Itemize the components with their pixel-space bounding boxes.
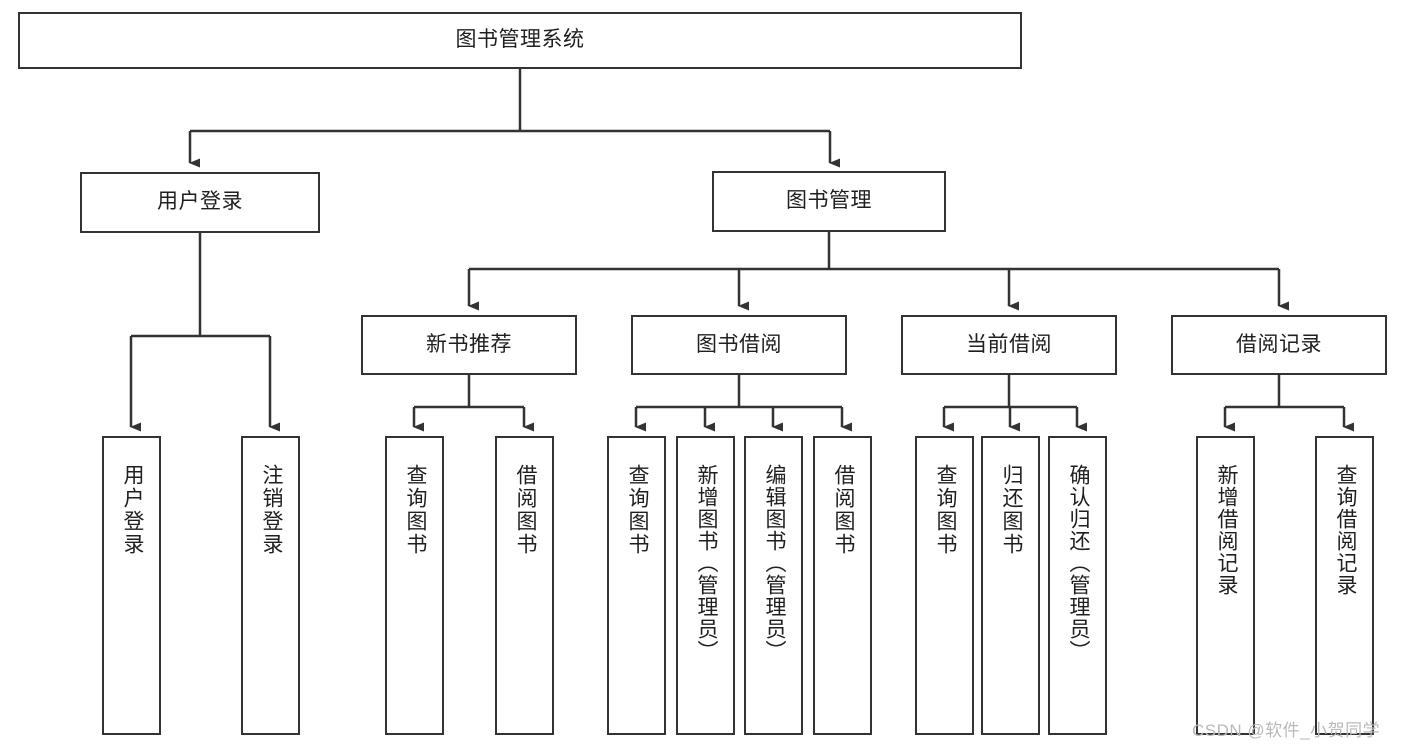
leaf-record-query[interactable]: 查询借阅记录 <box>1315 436 1374 735</box>
node-book-management-label: 图书管理 <box>786 189 872 213</box>
leaf-borrow-add-book[interactable]: 新增图书（管理员） <box>676 436 735 735</box>
leaf-new-book-borrow[interactable]: 借阅图书 <box>495 436 554 735</box>
leaf-user-login-login[interactable]: 用户登录 <box>102 436 161 735</box>
leaf-new-book-borrow-label: 借阅图书 <box>513 464 537 556</box>
node-borrow-record-label: 借阅记录 <box>1236 332 1322 356</box>
leaf-new-book-query[interactable]: 查询图书 <box>385 436 444 735</box>
leaf-record-add-label: 新增借阅记录 <box>1214 464 1238 596</box>
node-book-borrow[interactable]: 图书借阅 <box>631 315 847 375</box>
node-current-borrow[interactable]: 当前借阅 <box>901 315 1117 375</box>
leaf-borrow-add-book-label: 新增图书（管理员） <box>694 464 718 662</box>
leaf-borrow-query-book-label: 查询图书 <box>625 464 649 556</box>
leaf-user-login-login-label: 用户登录 <box>120 464 144 556</box>
leaf-record-add[interactable]: 新增借阅记录 <box>1196 436 1255 735</box>
leaf-current-query-book-label: 查询图书 <box>933 464 957 556</box>
leaf-current-confirm-return-label: 确认归还（管理员） <box>1066 464 1090 662</box>
node-user-login[interactable]: 用户登录 <box>80 172 320 233</box>
node-user-login-label: 用户登录 <box>157 190 243 214</box>
leaf-user-login-logout[interactable]: 注销登录 <box>241 436 300 735</box>
leaf-new-book-query-label: 查询图书 <box>403 464 427 556</box>
leaf-current-query-book[interactable]: 查询图书 <box>915 436 974 735</box>
leaf-borrow-edit-book-label: 编辑图书（管理员） <box>762 464 786 662</box>
node-root[interactable]: 图书管理系统 <box>18 12 1022 69</box>
node-book-management[interactable]: 图书管理 <box>712 171 946 232</box>
leaf-record-query-label: 查询借阅记录 <box>1333 464 1357 596</box>
csdn-watermark: CSDN @软件_小贺同学 <box>1192 721 1381 740</box>
node-root-label: 图书管理系统 <box>455 28 585 52</box>
leaf-borrow-borrow-book-label: 借阅图书 <box>831 464 855 556</box>
leaf-current-confirm-return[interactable]: 确认归还（管理员） <box>1048 436 1107 735</box>
leaf-borrow-edit-book[interactable]: 编辑图书（管理员） <box>744 436 803 735</box>
node-book-borrow-label: 图书借阅 <box>696 332 782 356</box>
leaf-user-login-logout-label: 注销登录 <box>259 464 283 556</box>
leaf-borrow-query-book[interactable]: 查询图书 <box>607 436 666 735</box>
leaf-current-return-book[interactable]: 归还图书 <box>981 436 1040 735</box>
leaf-current-return-book-label: 归还图书 <box>999 464 1023 556</box>
node-current-borrow-label: 当前借阅 <box>966 332 1052 356</box>
node-borrow-record[interactable]: 借阅记录 <box>1171 315 1387 375</box>
leaf-borrow-borrow-book[interactable]: 借阅图书 <box>813 436 872 735</box>
node-new-book-recommend-label: 新书推荐 <box>426 332 512 356</box>
node-new-book-recommend[interactable]: 新书推荐 <box>361 315 577 375</box>
